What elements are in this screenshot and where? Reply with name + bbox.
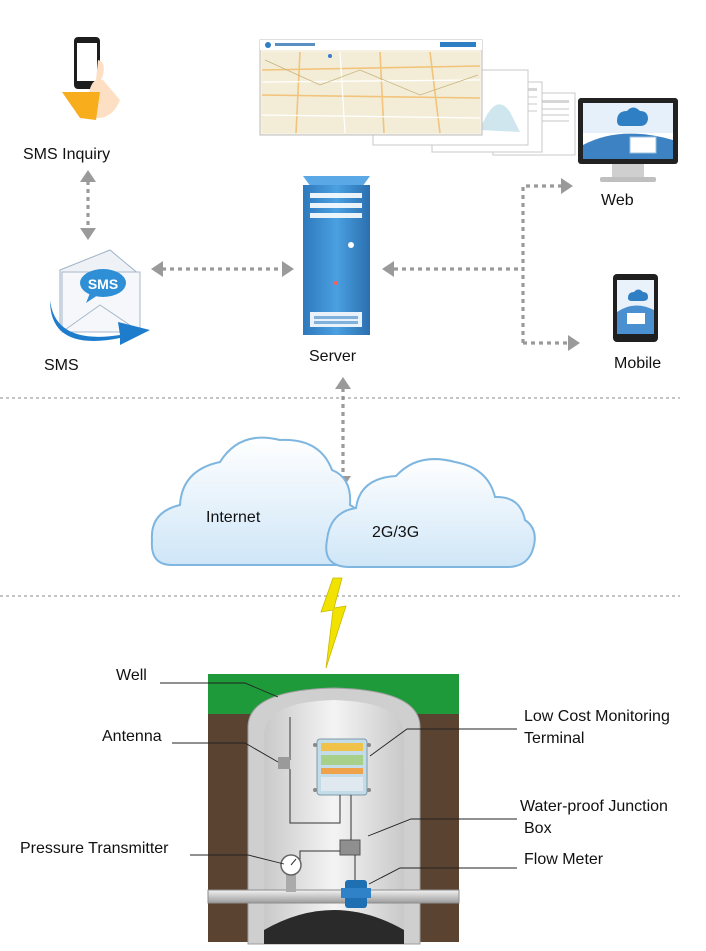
internet-label: Internet [206,509,261,526]
cellular-label: 2G/3G [372,524,419,541]
antenna-leader-line [172,742,279,763]
sms-inquiry-label: SMS Inquiry [23,146,110,163]
junction-box [339,839,361,856]
phone-hand-icon [62,37,120,120]
flow-meter-label: Flow Meter [524,851,604,868]
junction-leader-line [367,818,517,837]
terminal-label-line1: Low Cost Monitoring [524,708,670,725]
terminal-leader-line [369,728,517,757]
web-label: Web [601,192,634,209]
terminal-label-line2: Terminal [524,730,584,747]
antenna-label: Antenna [102,728,162,745]
sms-envelope-icon: SMS [50,249,150,345]
pressure-transmitter-label: Pressure Transmitter [20,840,169,857]
web-screenshots-icon [259,39,576,156]
monitoring-terminal [313,738,371,796]
well-label: Well [116,667,147,684]
antenna-cable [289,769,341,824]
lightning-icon [320,577,347,669]
server-internet-link-arrow [335,377,351,488]
junction-label-line1: Water-proof Junction [520,798,668,815]
sms-inquiry-link-arrow [80,170,96,240]
desktop-monitor-icon [578,98,678,182]
well-leader-line [160,682,279,698]
tablet-icon [613,274,658,342]
sms-server-link-arrow [151,261,294,277]
well-cross-section [207,674,460,945]
pressure-leader-line [190,854,285,865]
mobile-label: Mobile [614,355,661,372]
server-clients-link-arrow [382,178,580,351]
junction-label-line2: Box [524,820,552,837]
flow-leader-line [368,867,517,885]
sms-label: SMS [44,357,79,374]
cloud-icon: 2G/3G [325,458,536,569]
server-tower-icon [303,176,370,335]
antenna-icon [278,717,291,769]
pressure-gauge-icon [280,854,302,892]
server-label: Server [309,348,357,365]
sms-icon-text: SMS [88,276,118,292]
cloud-icon: Internet [150,436,364,567]
flow-meter-icon [341,880,371,908]
